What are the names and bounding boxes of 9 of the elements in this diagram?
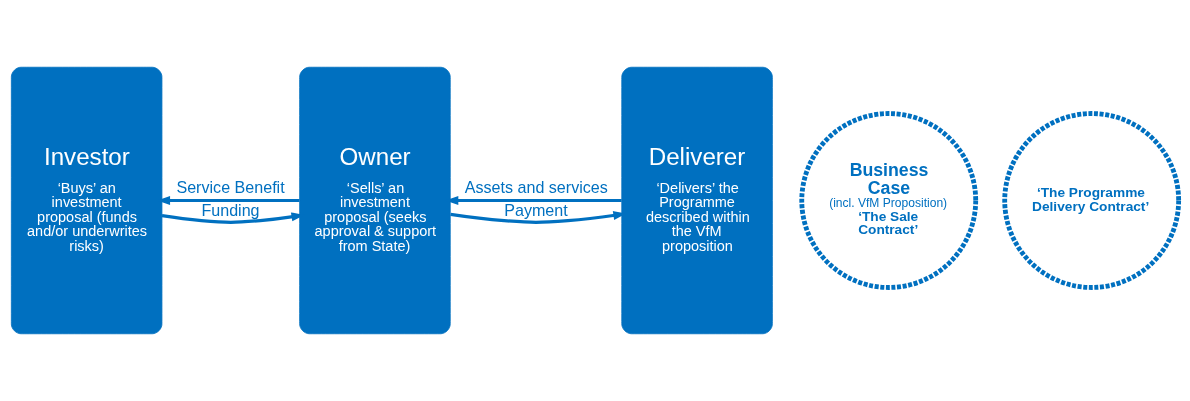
node-box: Investor ‘Buys’ an investment proposal (funds and/or underwrites risks) — [10, 66, 163, 335]
node-box: Deliverer ‘Delivers’ the Programme described within the VfM proposition — [621, 66, 773, 335]
edge-label: Payment — [504, 200, 568, 219]
node-circle: Business Case (incl. VfM Proposition) ‘The Sale Contract’ — [799, 111, 979, 290]
edge-label: Assets and services — [464, 178, 608, 197]
edge-label: Funding — [201, 200, 260, 219]
node-circle: ‘The Programme Delivery Contract’ — [1002, 111, 1182, 290]
edge-label: Service Benefit — [176, 178, 285, 197]
node-box: Owner ‘Sells’ an investment proposal (seeks approval & support from State) — [299, 66, 451, 335]
